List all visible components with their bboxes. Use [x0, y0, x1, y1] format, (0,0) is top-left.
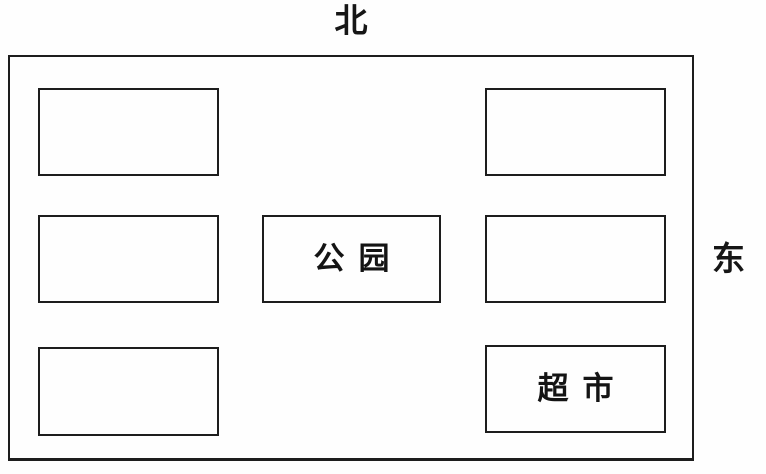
block-left-top	[38, 88, 219, 176]
block-right-top	[485, 88, 666, 176]
supermarket-label: 超市	[537, 370, 628, 407]
north-direction-label: 北	[334, 1, 368, 40]
east-direction-label: 东	[712, 239, 745, 278]
supermarket-block: 超市	[485, 345, 666, 433]
block-right-middle	[485, 215, 666, 303]
map-boundary: 公园 超市	[8, 55, 694, 461]
block-left-bottom	[38, 347, 219, 436]
park-block: 公园	[262, 215, 441, 303]
park-label: 公园	[313, 240, 404, 277]
block-left-middle	[38, 215, 219, 303]
